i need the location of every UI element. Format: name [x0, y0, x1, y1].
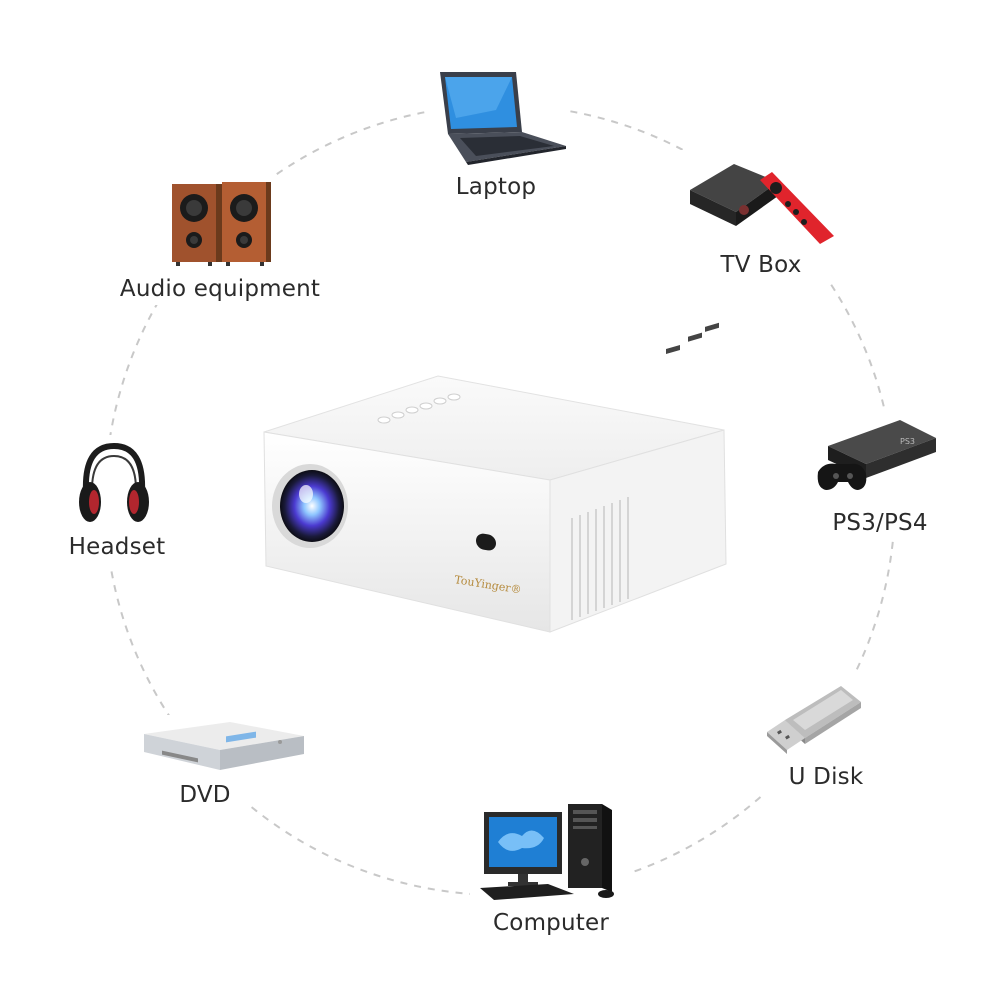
device-label-ps: PS3/PS4: [832, 510, 928, 536]
projector-icon: TouYinger®: [258, 322, 733, 640]
headphones-icon: [76, 440, 152, 528]
game-console-icon: PS3: [814, 418, 938, 498]
tv-box-icon: [686, 160, 836, 250]
device-label-laptop: Laptop: [455, 174, 537, 200]
device-label-headset: Headset: [68, 534, 166, 560]
speakers-icon: [168, 180, 272, 268]
device-label-dvd: DVD: [179, 782, 231, 808]
desktop-computer-icon: [478, 802, 628, 902]
remote-icon: [760, 172, 834, 244]
dvd-player-icon: [140, 718, 308, 780]
controller-icon: [817, 463, 867, 490]
device-label-audio-equipment: Audio equipment: [119, 276, 321, 302]
device-label-u-disk: U Disk: [788, 764, 864, 790]
device-label-tv-box: TV Box: [720, 252, 802, 278]
usb-drive-icon: [765, 680, 865, 755]
device-label-computer: Computer: [493, 910, 609, 936]
laptop-icon: [436, 70, 568, 165]
svg-text:PS3: PS3: [900, 437, 915, 446]
